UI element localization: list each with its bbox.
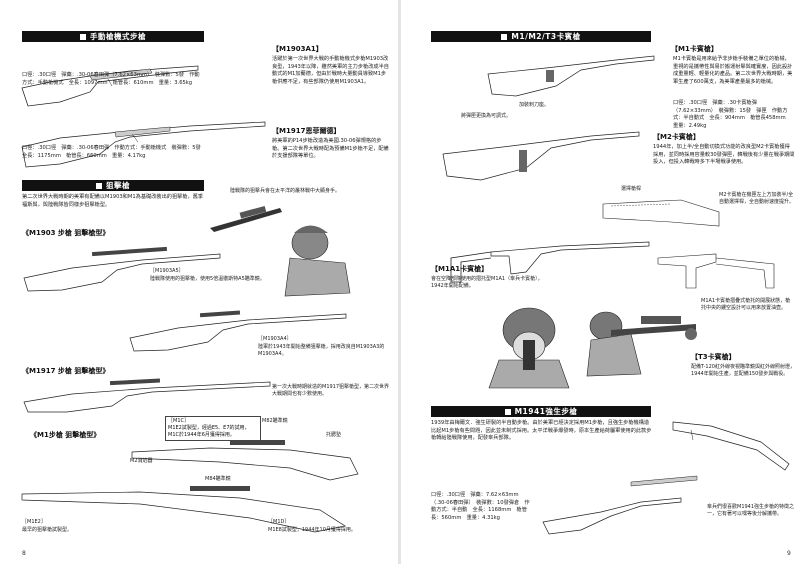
m1a1-folding-stock-illustration bbox=[657, 253, 775, 289]
m1903a1-rifle-illustration bbox=[21, 65, 199, 107]
section-header-sniper: 狙擊槍 bbox=[22, 180, 204, 191]
section-header-m1941: M1941強生步槍 bbox=[431, 406, 651, 417]
m1917-rifle-illustration bbox=[21, 121, 266, 168]
m1c-box: ［M1C］M1E2試製型，經過E5、E7的試用，M1C於1944年6月獲得採用。 bbox=[165, 416, 261, 441]
m2-carbine-description: 1944年，加上半/全自動切換式功能的改良型M2卡賓槍獲得採用，並同時採用容量較… bbox=[653, 144, 795, 166]
m1917-sniper-title: 《M1917 步槍 狙擊槍型》 bbox=[22, 367, 110, 375]
sniper-intro: 第二次世界大戰時期的美軍有配備以M1903和M1為基礎改裝出的狙擊槍，舊季福斯與… bbox=[22, 194, 204, 208]
m1d-text: M1E8試製型，1944年10月獲得採用。 bbox=[268, 527, 356, 533]
m1941-description: 1939年由梅爾文．強生研製的半自動步槍。由於美軍已經決定採用M1步槍，且強生步… bbox=[431, 420, 652, 442]
m1903a5-text: 陸戰隊使用的狙擊槍，使用5倍溫徹斯特A5瞄準鏡。 bbox=[150, 276, 265, 282]
t3-carbine-description: 配備T-120紅外線夜視瞄準鏡與紅外線照射燈，1944年開始生產，並配備150發… bbox=[691, 364, 795, 377]
m1903a4-label: ［M1903A4］ bbox=[258, 336, 292, 342]
bayonet-lug-label: 加裝刺刀座。 bbox=[519, 102, 550, 108]
m1917-sniper-text: 第一次大戰時期就造的M1917狙擊槍型，第二次世界大戰期間也有少數使用。 bbox=[272, 384, 390, 397]
m1903a1-title: 【M1903A1】 bbox=[272, 45, 323, 53]
page-gutter bbox=[398, 0, 401, 564]
m1e2-text: 最早的狙擊槍試製型。 bbox=[22, 527, 73, 533]
m1a1-carbine-title: 【M1A1卡賓槍】 bbox=[431, 265, 489, 273]
m1-carbine-illustration bbox=[487, 55, 655, 97]
m1e2-label: ［M1E2］ bbox=[22, 519, 46, 525]
m2-selector-note: M2卡賓槍在機匣左上方加裝半/全自動選擇桿，全自動射速度提升。 bbox=[719, 192, 795, 205]
m1d-rifle-illustration bbox=[21, 486, 346, 533]
m1a1-folding-stock-note: M1A1卡賓槍摺疊式槍托的開展狀態，槍托中央的鏤空設計可以用來放置油壺。 bbox=[701, 298, 791, 311]
m1-sniper-title: 《M1步槍 狙擊槍型》 bbox=[30, 431, 101, 439]
soldier-firing-illustration bbox=[488, 307, 570, 389]
m1917-sniper-illustration bbox=[23, 378, 271, 413]
m1a1-carbine-illustration bbox=[450, 241, 650, 283]
m1941-note: 傘兵們很喜歡M1941強生步槍的特徵之一，它有著可以嘿等後分解攜帶。 bbox=[707, 504, 795, 517]
left-page: 手動槍機式步槍 【M1903A1】 活躍於第一次世界大戰的手動槍機式步槍M190… bbox=[0, 0, 398, 564]
m1917-description: 將美軍的P14步槍改造為美國.30-06彈規格的步槍。第二次世界大戰時配為預備M… bbox=[272, 138, 389, 160]
m1d-label: ［M1D］ bbox=[268, 519, 290, 525]
marine-sniper-illustration bbox=[210, 205, 351, 297]
m1-carbine-description: M1卡賓槍是用來給予非步槍手裝備之單位的槍械，重視的是攜帶性與易於搬運射擊與確實… bbox=[673, 56, 793, 85]
sniper-figure-caption: 陸戰隊的狙擊兵會在太平洋的叢林戰中大顯身手。 bbox=[230, 188, 341, 194]
m1903a4-text: 陸軍於1943年開始整備狙擊槍，採用改良自M1903A3的M1903A4。 bbox=[258, 344, 385, 357]
m84-scope-label: M84瞄準鏡 bbox=[205, 476, 231, 482]
m2-carbine-illustration bbox=[442, 131, 640, 181]
m1941-specs: 口徑：.30口徑 彈藥：7.62×63mm（.30-06春田彈） 裝彈數：10發… bbox=[431, 492, 530, 521]
selector-lever-label: 選擇槍桿 bbox=[621, 186, 642, 192]
magazine-label: 將彈匣更換為可調式。 bbox=[461, 113, 512, 119]
section-header-carbine: M1/M2/T3卡賓槍 bbox=[431, 31, 651, 42]
m1903a5-rifle-illustration bbox=[23, 246, 221, 292]
m1-carbine-specs: 口徑：.30口徑 彈藥：.30卡賓槍彈（7.62×33mm） 裝彈數：15發 彈… bbox=[673, 100, 791, 129]
m1903a1-specs: 口徑：.30口徑 彈藥：.30-06春田彈（7.62×63mm） 裝彈數：5發 … bbox=[22, 72, 200, 86]
m2-flash-hider-label: M2消焰器 bbox=[130, 458, 153, 464]
m1903a1-description: 活躍於第一次世界大戰的手動槍機式步槍M1903改良型，1943年以降，雖然美軍的… bbox=[272, 56, 389, 85]
m1941-rifle-illustration bbox=[672, 421, 790, 471]
m1917-specs: 口徑：.30口徑 彈藥：.30-06春田彈 作動方式：手動槍機式 裝彈數：5發 … bbox=[22, 145, 206, 159]
m1c-rifle-illustration bbox=[131, 440, 359, 481]
m1903-sniper-title: 《M1903 步槍 狙擊槍型》 bbox=[22, 229, 110, 237]
m82-scope-label: M82瞄準鏡 bbox=[262, 418, 288, 424]
t3-carbine-title: 【T3卡賓槍】 bbox=[691, 353, 736, 361]
m2-carbine-title: 【M2卡賓槍】 bbox=[653, 133, 700, 141]
m1941-disassembled-illustration bbox=[542, 475, 698, 535]
right-page: M1/M2/T3卡賓槍 加裝刺刀座。 將彈匣更換為可調式。 【M1卡賓槍】 M1… bbox=[401, 0, 799, 564]
page-number-left: 8 bbox=[22, 550, 26, 557]
m1903a5-label: ［M1903A5］ bbox=[150, 268, 184, 274]
page-number-right: 9 bbox=[787, 550, 791, 557]
cheek-pad-label: 托腮墊 bbox=[326, 432, 342, 438]
m1917-title: 【M1917恩菲爾德】 bbox=[272, 127, 341, 135]
m1903a4-rifle-illustration bbox=[129, 310, 347, 352]
section-header-bolt-action: 手動槍機式步槍 bbox=[22, 31, 204, 42]
m1-carbine-title: 【M1卡賓槍】 bbox=[671, 45, 718, 53]
m2-selector-detail-illustration bbox=[602, 199, 720, 227]
m1a1-carbine-description: 會在空降部隊使用的摺托型M1A1（傘兵卡賓槍），1942年開始配備。 bbox=[431, 276, 543, 289]
t3-carbine-soldier-illustration bbox=[586, 311, 697, 377]
